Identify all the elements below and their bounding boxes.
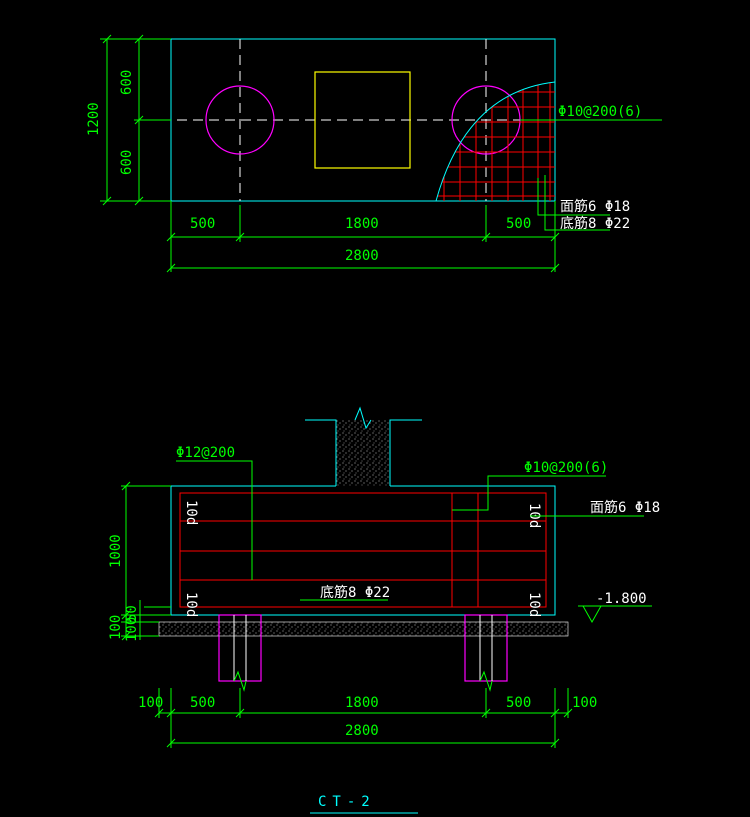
section-bottom-bar-label: 底筋8 Φ22: [320, 584, 390, 601]
pile-left: [218, 614, 262, 692]
column-break-mark: [354, 406, 372, 430]
plan-stirrup-label: Φ10@200(6): [558, 104, 642, 120]
drawing-title: CT-2: [318, 794, 376, 810]
bar-hook-label-bl: 10d: [183, 592, 199, 617]
bar-hook-label-br: 10d: [526, 592, 542, 617]
pile-circle-left: [205, 85, 275, 155]
plan-horizontal-dimensions: [166, 201, 560, 273]
section-dim-left-edge: 100: [138, 695, 163, 711]
column-section-fill: [336, 420, 390, 486]
plan-dim-total-width: 2800: [345, 248, 379, 264]
pile-right: [464, 614, 508, 692]
section-dim-pile-gap: 100: [124, 617, 140, 642]
plan-dim-upper: 600: [119, 70, 135, 95]
leader-stirrup-section: [452, 475, 606, 511]
leader-bars-plan-2: [544, 175, 610, 231]
plan-dim-lower: 600: [119, 150, 135, 175]
column-section-outline: [305, 419, 337, 486]
plan-dim-total-height: 1200: [86, 102, 102, 136]
plan-dim-left: 500: [190, 216, 215, 232]
plan-vertical-dimensions: [100, 34, 171, 206]
section-dim-pad: 100: [108, 615, 124, 640]
plan-bottom-bar-label: 底筋8 Φ22: [560, 215, 630, 232]
section-break-arc: [435, 81, 556, 202]
plan-dim-right: 500: [506, 216, 531, 232]
section-side-bar-label: Φ12@200: [176, 445, 235, 461]
section-dim-right-edge: 100: [572, 695, 597, 711]
elevation-marker: [578, 605, 652, 624]
pile-cap-outline-section: [170, 485, 556, 616]
section-top-bar-label: 面筋6 Φ18: [590, 499, 660, 516]
column-outline-plan: [314, 71, 411, 169]
plan-dim-mid: 1800: [345, 216, 379, 232]
section-dim-50: 50: [124, 605, 140, 622]
section-view: 10d 10d 10d 10d Φ12@200 Φ10@200(6) 面筋6 Φ…: [108, 406, 660, 748]
bar-hook-label-tl: 10d: [183, 500, 199, 525]
plan-view: Φ10@200(6) 面筋6 Φ18 底筋8 Φ22 1200 600 600: [86, 34, 662, 273]
section-dim-total-width: 2800: [345, 723, 379, 739]
section-stirrup-label: Φ10@200(6): [524, 460, 608, 476]
section-vertical-dimensions: [121, 481, 171, 641]
section-dim-right: 500: [506, 695, 531, 711]
rebar-grid: [436, 82, 555, 201]
section-dim-mid: 1800: [345, 695, 379, 711]
leader-side-bar: [176, 460, 253, 580]
leader-bars-plan: [537, 178, 610, 216]
section-dim-height: 1000: [108, 534, 124, 568]
section-horizontal-dimensions: [154, 688, 573, 748]
section-dim-left: 500: [190, 695, 215, 711]
plan-top-bar-label: 面筋6 Φ18: [560, 198, 630, 215]
section-rebar-cage: [179, 492, 547, 608]
section-elevation-label: -1.800: [596, 591, 647, 607]
column-section-outline-r: [389, 419, 422, 486]
